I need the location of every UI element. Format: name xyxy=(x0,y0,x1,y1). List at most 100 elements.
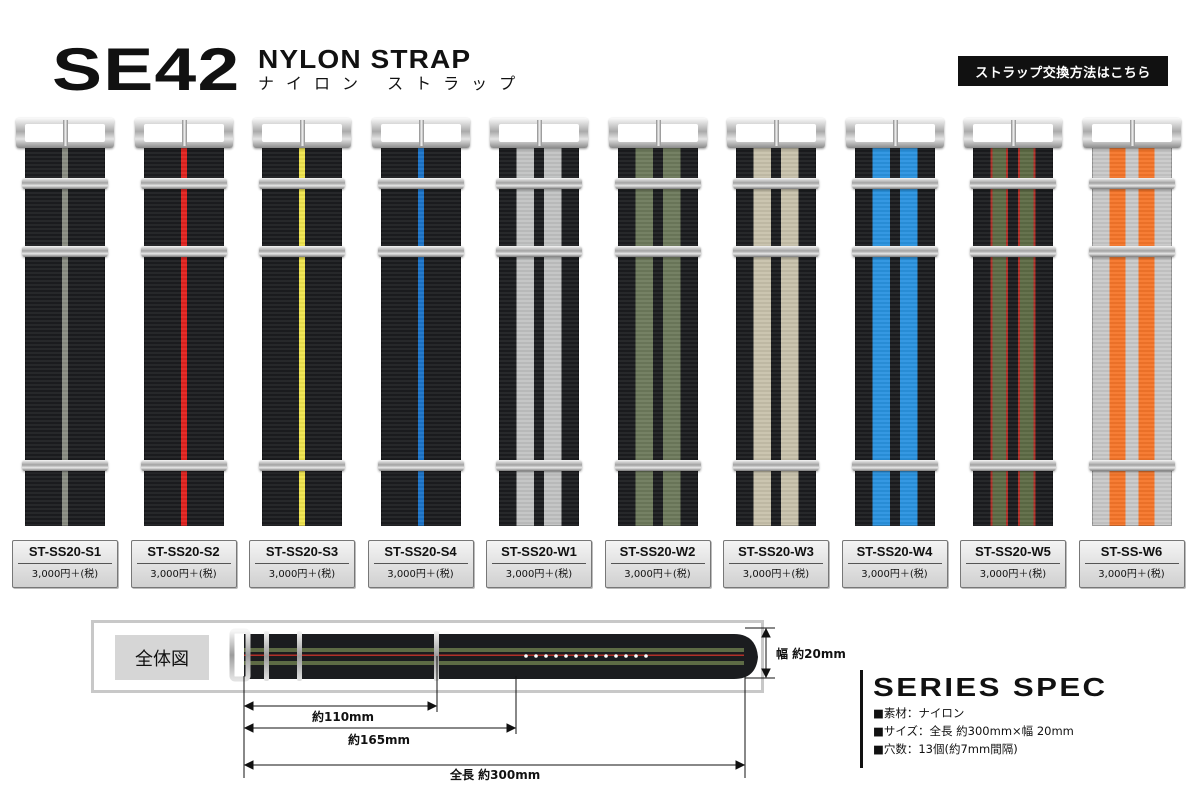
width-label: 幅 約20mm xyxy=(776,647,846,661)
product-price: 3,000円＋(税) xyxy=(1098,569,1165,580)
overview-keeper xyxy=(434,631,439,681)
strap-keeper xyxy=(851,246,938,257)
strap-image[interactable] xyxy=(490,118,588,526)
product-code: ST-SS20-W1 xyxy=(501,544,577,559)
strap-keeper xyxy=(614,246,701,257)
strap-image[interactable] xyxy=(1082,118,1181,526)
product-card[interactable]: ST-SS20-W3 3,000円＋(税) xyxy=(723,540,829,588)
strap-keeper xyxy=(851,178,938,189)
page-title: NYLON STRAP ナイロン ストラップ xyxy=(258,46,527,94)
product-price: 3,000円＋(税) xyxy=(387,569,454,580)
strap-buckle xyxy=(134,118,233,148)
strap-keeper xyxy=(377,178,464,189)
strap-keeper xyxy=(614,178,701,189)
product-code: ST-SS20-W2 xyxy=(619,544,696,559)
strap-keeper xyxy=(259,178,345,189)
card-divider xyxy=(373,563,468,564)
card-divider xyxy=(966,563,1060,564)
strap-keeper xyxy=(733,246,819,257)
strap-keeper xyxy=(970,460,1056,471)
dim-300-label: 全長 約300mm xyxy=(450,768,541,782)
overview-keeper xyxy=(297,631,302,681)
strap-buckle xyxy=(608,118,707,148)
title-en: NYLON STRAP xyxy=(258,44,472,74)
strap-keeper xyxy=(1088,246,1175,257)
buckle-tongue xyxy=(63,120,68,146)
strap-image[interactable] xyxy=(134,118,233,526)
strap-keeper xyxy=(496,460,582,471)
overview-diagram xyxy=(91,620,764,693)
strap-keeper xyxy=(22,460,108,471)
strap-image[interactable] xyxy=(371,118,470,526)
dim-110-label: 約110mm xyxy=(312,710,375,724)
strap-keeper xyxy=(496,246,582,257)
strap-keeper xyxy=(140,460,227,471)
title-ja: ナイロン ストラップ xyxy=(258,74,528,93)
strap-buckle xyxy=(253,118,351,148)
buckle-tongue xyxy=(537,120,542,146)
strap-buckle xyxy=(1082,118,1181,148)
buckle-tongue xyxy=(774,120,779,146)
strap-buckle xyxy=(490,118,588,148)
strap-keeper xyxy=(1088,178,1175,189)
strap-keeper xyxy=(377,246,464,257)
overview-label: 全体図 xyxy=(115,635,209,680)
overview-stripe-green xyxy=(244,661,744,665)
card-divider xyxy=(492,563,586,564)
product-card[interactable]: ST-SS20-S4 3,000円＋(税) xyxy=(367,540,474,588)
product-code: ST-SS20-W3 xyxy=(738,544,814,559)
spec-holes: ■穴数：13個(約7mm間隔) xyxy=(873,742,1018,756)
buckle-tongue xyxy=(1129,120,1135,146)
dim-165-label: 約165mm xyxy=(348,733,411,747)
strap-image[interactable] xyxy=(964,118,1062,526)
product-price: 3,000円＋(税) xyxy=(742,569,810,580)
card-divider xyxy=(847,563,942,564)
strap-image[interactable] xyxy=(845,118,944,526)
overview-stripe-green xyxy=(244,648,744,652)
strap-image[interactable] xyxy=(16,118,114,526)
product-price: 3,000円＋(税) xyxy=(31,569,99,580)
card-divider xyxy=(729,563,823,564)
strap-buckle xyxy=(845,118,944,148)
strap-keeper xyxy=(22,178,108,189)
card-divider xyxy=(255,563,349,564)
overview-strap-svg xyxy=(229,628,758,682)
overview-strap-body xyxy=(244,634,758,679)
strap-buckle xyxy=(371,118,470,148)
strap-buckle xyxy=(964,118,1062,148)
product-code: ST-SS20-S3 xyxy=(265,544,339,559)
spec-title: SERIES SPEC xyxy=(873,672,1108,702)
product-card[interactable]: ST-SS20-W2 3,000円＋(税) xyxy=(604,540,711,588)
strap-keeper xyxy=(1088,460,1175,471)
product-price: 3,000円＋(税) xyxy=(624,569,691,580)
strap-keeper xyxy=(496,178,582,189)
strap-keeper xyxy=(851,460,938,471)
strap-keeper xyxy=(733,460,819,471)
strap-image[interactable] xyxy=(727,118,825,526)
buckle-tongue xyxy=(300,120,305,146)
product-price: 3,000円＋(税) xyxy=(861,569,928,580)
overview-keeper xyxy=(264,631,269,681)
strap-keeper xyxy=(140,178,227,189)
product-code: ST-SS20-S4 xyxy=(384,544,457,559)
overview-holes xyxy=(524,654,648,658)
strap-keeper xyxy=(733,178,819,189)
strap-image[interactable] xyxy=(608,118,707,526)
buckle-tongue xyxy=(418,120,424,146)
strap-keeper xyxy=(970,246,1056,257)
strap-howto-button[interactable]: ストラップ交換方法はこちら xyxy=(958,56,1168,86)
card-divider xyxy=(610,563,705,564)
strap-keeper xyxy=(377,460,464,471)
overview-stripe-red xyxy=(244,654,744,656)
buckle-tongue xyxy=(1011,120,1016,146)
product-code: ST-SS20-W5 xyxy=(975,544,1051,559)
strap-image[interactable] xyxy=(253,118,351,526)
product-price: 3,000円＋(税) xyxy=(150,569,217,580)
